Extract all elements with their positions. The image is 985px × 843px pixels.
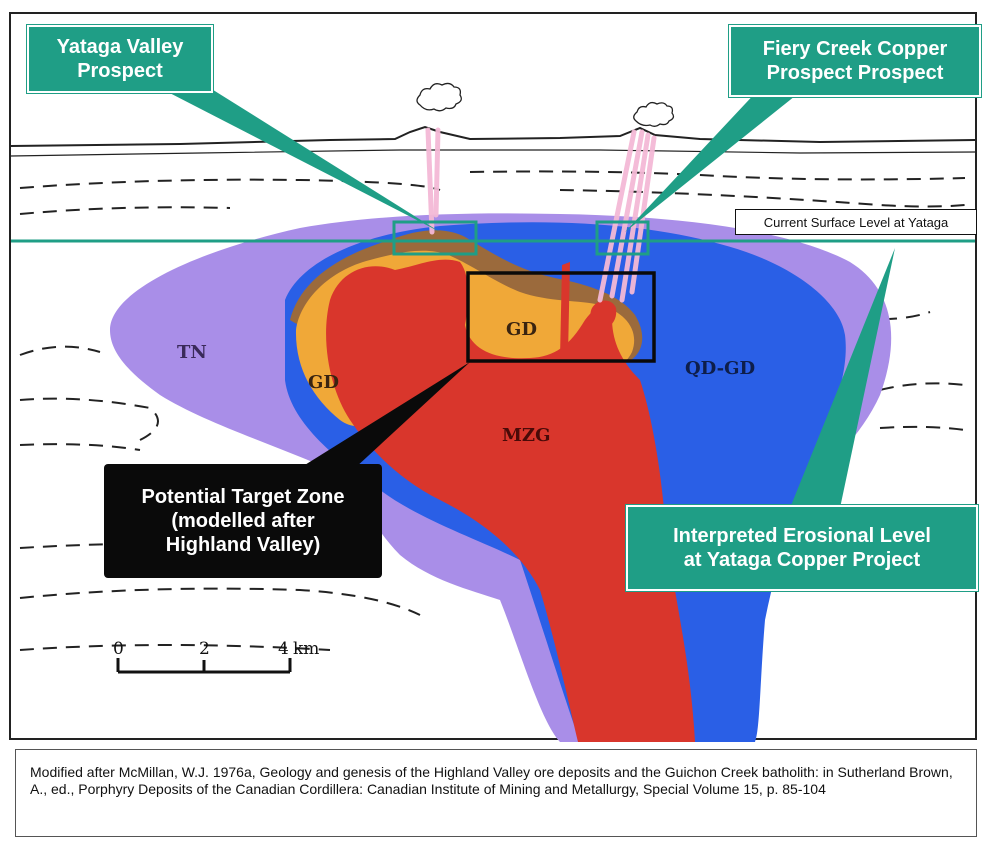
yataga-valley-callout: Yataga Valley Prospect — [27, 25, 213, 93]
scale-unit: km — [293, 639, 319, 659]
plume-right-icon — [634, 103, 674, 127]
topography-line — [11, 127, 975, 146]
erosional-level-callout: Interpreted Erosional Level at Yataga Co… — [626, 505, 978, 591]
yataga-callout-pointer — [160, 88, 440, 232]
unit-label-gd-center: GD — [506, 319, 537, 340]
scale-tick-4: 4 — [278, 639, 289, 659]
scale-tick-0: 0 — [113, 639, 124, 659]
current-surface-level-text: Current Surface Level at Yataga — [764, 215, 949, 230]
plume-left-icon — [417, 83, 461, 110]
target-zone-callout: Potential Target Zone (modelled after Hi… — [104, 464, 382, 578]
erosional-level-callout-text: Interpreted Erosional Level at Yataga Co… — [673, 524, 931, 572]
source-caption-text: Modified after McMillan, W.J. 1976a, Geo… — [30, 764, 953, 797]
unit-label-qd-gd: QD-GD — [685, 358, 755, 379]
source-caption: Modified after McMillan, W.J. 1976a, Geo… — [15, 749, 977, 837]
scale-bar — [118, 658, 290, 672]
yataga-valley-callout-text: Yataga Valley Prospect — [57, 35, 184, 83]
current-surface-level-label: Current Surface Level at Yataga — [735, 209, 977, 235]
unit-label-tn: TN — [177, 342, 207, 363]
topography-line-lower — [11, 150, 975, 156]
target-zone-callout-text: Potential Target Zone (modelled after Hi… — [142, 485, 345, 557]
scale-tick-2: 2 — [199, 639, 210, 659]
fiery-creek-callout-text: Fiery Creek Copper Prospect Prospect — [763, 37, 948, 85]
unit-label-mzg: MZG — [502, 425, 550, 446]
unit-label-gd-left: GD — [308, 372, 339, 393]
fiery-creek-callout: Fiery Creek Copper Prospect Prospect — [729, 25, 981, 97]
